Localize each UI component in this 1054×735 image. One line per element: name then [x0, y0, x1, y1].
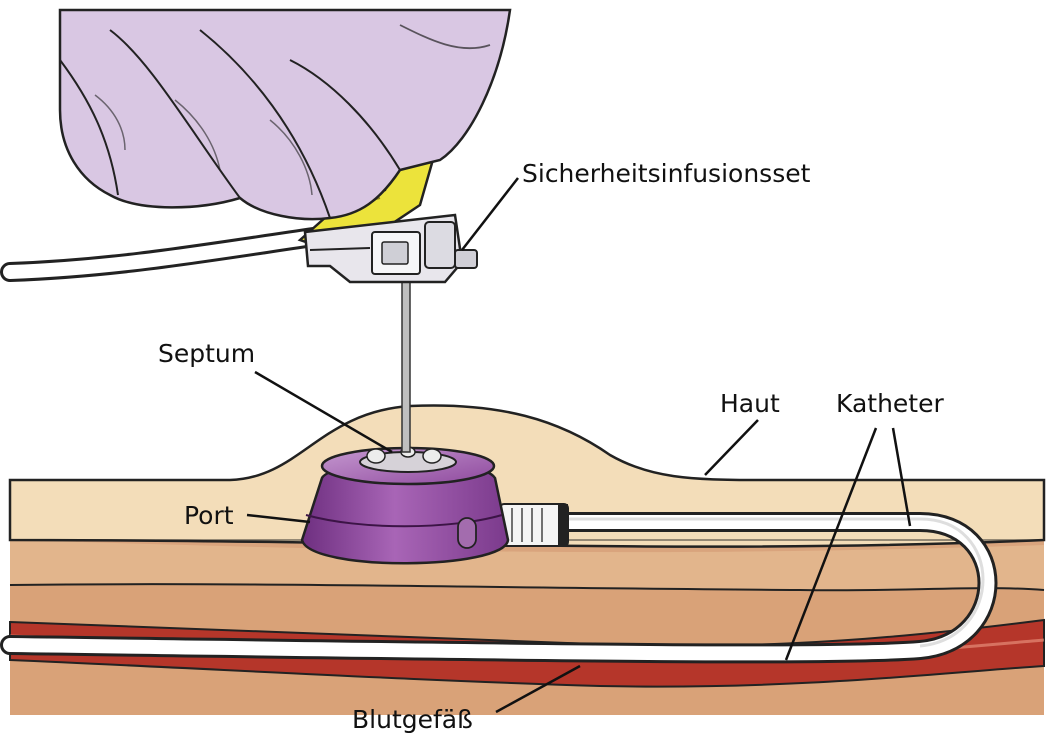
label-infusion-set: Sicherheitsinfusionsset	[522, 159, 811, 188]
needle	[402, 270, 410, 452]
label-blood-vessel: Blutgefäß	[352, 705, 473, 734]
label-septum: Septum	[158, 339, 255, 368]
infusion-tube	[10, 236, 320, 272]
label-port: Port	[184, 501, 234, 530]
catheter-connector	[500, 504, 568, 546]
leader-skin	[705, 420, 758, 475]
label-skin: Haut	[720, 389, 780, 418]
leader-infusion-set	[462, 178, 518, 250]
label-catheter: Katheter	[836, 389, 944, 418]
gloved-hand	[60, 10, 510, 219]
